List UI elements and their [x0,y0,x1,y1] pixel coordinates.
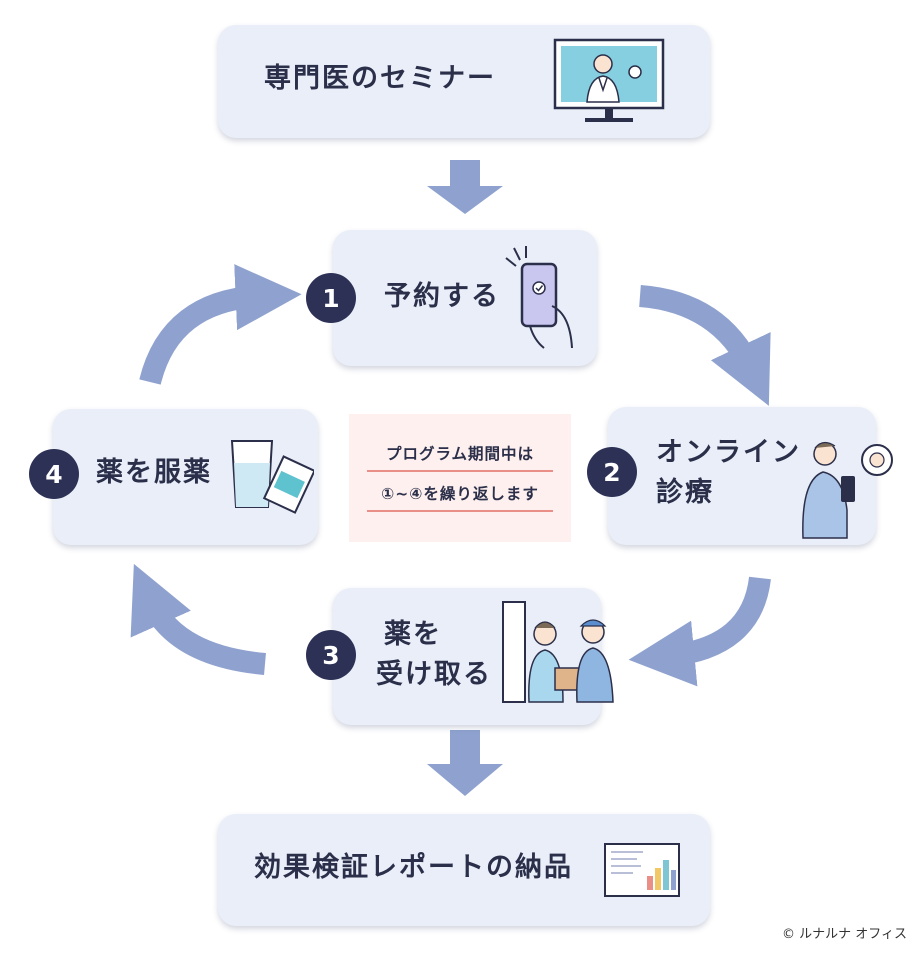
arrow-down-seminar-to-step1 [427,160,503,214]
arrow-step4-to-step1 [139,264,302,385]
seminar-label: 専門医のセミナー [264,63,496,94]
step2-number-badge: 2 [587,447,637,497]
repeat-note-divider-bottom [367,510,553,512]
repeat-note-line1: プログラム期間中は [385,445,535,463]
report-chart-icon [604,843,680,897]
seminar-box: 専門医のセミナー [218,25,710,138]
step3-label-line1: 薬を [384,619,442,650]
step4-label: 薬を服薬 [96,457,212,488]
step3-label-line2: 受け取る [376,659,492,690]
step1-number-badge: 1 [306,273,356,323]
copyright-text: © ルナルナ オフィス [781,927,907,942]
step1-label: 予約する [384,281,500,312]
repeat-note-line2: ①~④を繰り返します [381,485,539,503]
package-delivery-icon [502,601,614,703]
report-box: 効果検証レポートの納品 [218,814,710,926]
arrow-down-step3-to-report [427,730,503,796]
repeat-note: プログラム期間中は ①~④を繰り返します [349,414,571,542]
smartphone-in-hand-icon [505,246,573,349]
patient-video-call-icon [802,441,893,539]
step3-number-badge: 3 [306,630,356,680]
online-doctor-monitor-icon [553,38,665,122]
step2-label-line2: 診療 [656,477,714,508]
arrow-step3-to-step4 [130,563,267,675]
repeat-note-divider-top [367,470,553,472]
arrow-step1-to-step2 [638,285,771,406]
report-label: 効果検証レポートの納品 [254,852,573,883]
step2-label-line1: オンライン [656,437,801,468]
water-glass-and-medicine-icon [230,440,314,514]
step4-number-badge: 4 [29,449,79,499]
arrow-step2-to-step3 [628,576,771,687]
